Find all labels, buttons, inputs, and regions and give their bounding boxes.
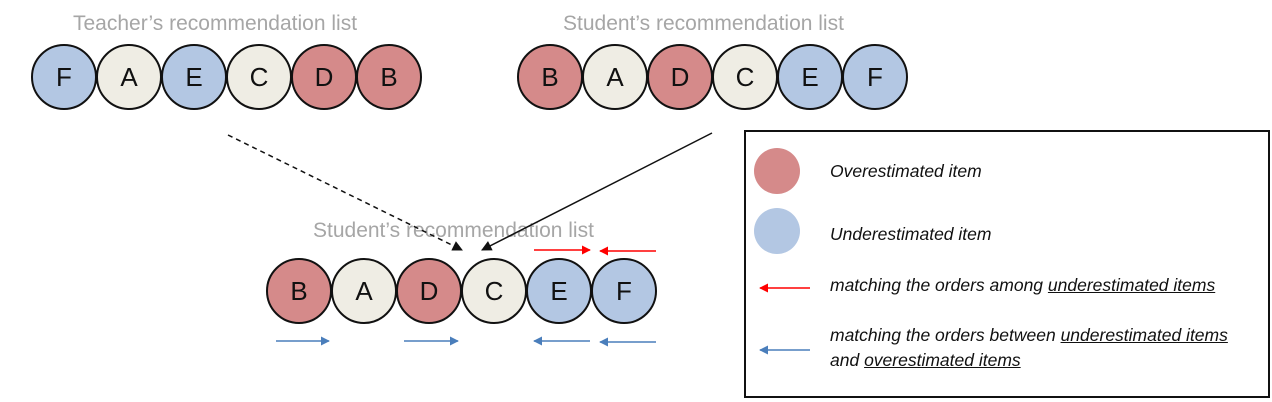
item-a-neutral: A (96, 44, 162, 110)
blue-arrow-legend-label: matching the orders between underestimat… (830, 325, 1228, 370)
student-to-student-solid-arrow (481, 132, 713, 251)
item-e-under: E (161, 44, 227, 110)
overestimated-legend-label: Overestimated item (830, 161, 982, 181)
item-b-over: B (356, 44, 422, 110)
teacher-list-title: Teacher’s recommendation list (73, 12, 358, 35)
underestimated-legend-label: Underestimated item (830, 224, 992, 244)
blue-arrow-legend-icon (759, 345, 810, 355)
item-c-neutral: C (712, 44, 778, 110)
red-arrow-legend-icon (759, 283, 810, 293)
item-f-under: F (591, 258, 657, 324)
item-b-over: B (266, 258, 332, 324)
overestimated-legend-dot (754, 148, 800, 194)
teacher-to-student-dashed-arrow (227, 134, 463, 251)
item-e-under: E (777, 44, 843, 110)
student-list-top-title: Student’s recommendation list (563, 12, 844, 35)
item-c-neutral: C (226, 44, 292, 110)
item-f-under: F (842, 44, 908, 110)
student-list-bottom-title: Student’s recommendation list (313, 219, 594, 242)
underestimated-legend-dot (754, 208, 800, 254)
item-d-over: D (396, 258, 462, 324)
red-arrow-legend-label: matching the orders among underestimated… (830, 275, 1216, 295)
legend: Overestimated item Underestimated item m… (744, 130, 1270, 398)
item-b-over: B (517, 44, 583, 110)
item-a-neutral: A (331, 258, 397, 324)
item-c-neutral: C (461, 258, 527, 324)
